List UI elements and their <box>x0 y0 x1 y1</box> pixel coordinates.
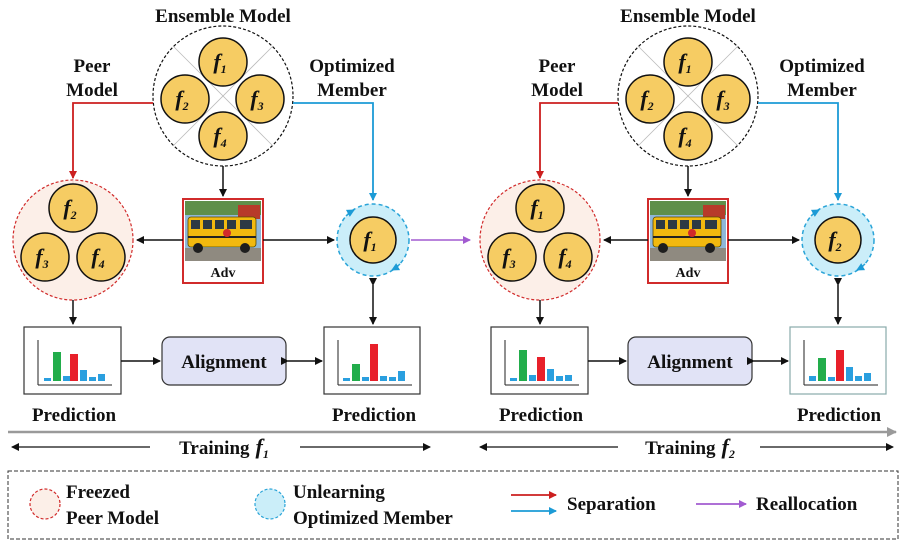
legend-freezed-peer: Freezed Peer Model <box>29 482 159 529</box>
alignment-box: Alignment <box>627 336 753 386</box>
peer-member-2: f3 <box>487 232 537 282</box>
peer-model-title-line1: Peer <box>539 56 576 77</box>
adv-image: Adv <box>182 198 264 284</box>
legend-unlearning-line1: Unlearning <box>293 482 385 503</box>
legend: Freezed Peer Model Unlearning Optimized … <box>7 470 899 540</box>
legend-freezed-line2: Peer Model <box>66 508 159 529</box>
ensemble-member-f3: f3 <box>701 74 751 124</box>
peer-model-title-line2: Model <box>66 80 118 101</box>
ensemble-member-f2: f2 <box>160 74 210 124</box>
ensemble-model: f1 f2 f3 f4 <box>617 25 759 167</box>
panel-1: Ensemble Model f1 f2 f3 f4 Peer <box>11 6 431 461</box>
peer-member-1: f1 <box>515 183 565 233</box>
svg-text:f1: f1 <box>678 49 691 76</box>
optimized-member: f2 <box>801 203 875 277</box>
separation-arrow-blue <box>758 102 842 201</box>
optimized-member: f1 <box>336 203 410 277</box>
peer-member-3: f4 <box>76 232 126 282</box>
svg-text:f3: f3 <box>250 86 263 113</box>
peer-member-3: f4 <box>543 232 593 282</box>
svg-text:f3: f3 <box>716 86 729 113</box>
legend-reallocation: Reallocation <box>696 494 858 515</box>
peer-model-title-line2: Model <box>531 80 583 101</box>
legend-unlearning-optimized: Unlearning Optimized Member <box>254 482 453 529</box>
legend-unlearning-line2: Optimized Member <box>293 508 453 529</box>
ensemble-member-f4: f4 <box>198 111 248 161</box>
ensemble-member-f2: f2 <box>625 74 675 124</box>
svg-text:f2: f2 <box>828 227 841 254</box>
peer-member-1: f2 <box>48 183 98 233</box>
svg-text:f1: f1 <box>363 227 376 254</box>
peer-model: f2 f3 f4 <box>12 179 134 301</box>
optimized-member-title-line2: Member <box>317 80 387 101</box>
svg-text:f4: f4 <box>91 244 104 271</box>
svg-text:f2: f2 <box>175 86 188 113</box>
svg-text:f4: f4 <box>678 123 691 150</box>
panel-2: Ensemble Model f1 f2 f3 f4 Peer Mod <box>479 6 894 461</box>
ensemble-title: Ensemble Model <box>620 6 756 27</box>
ensemble-title: Ensemble Model <box>155 6 291 27</box>
svg-text:f2: f2 <box>640 86 653 113</box>
optimized-member-title-line2: Member <box>787 80 857 101</box>
legend-separation: Separation <box>511 491 656 515</box>
prediction-right-label: Prediction <box>797 405 882 426</box>
alignment-label: Alignment <box>647 352 733 373</box>
prediction-chart-right <box>323 326 421 395</box>
prediction-chart-left <box>23 326 122 395</box>
svg-text:f3: f3 <box>502 244 515 271</box>
optimized-member-title-line1: Optimized <box>309 56 395 77</box>
peer-member-2: f3 <box>20 232 70 282</box>
adv-label: Adv <box>211 266 236 281</box>
prediction-chart-right <box>789 326 887 395</box>
separation-arrow-blue <box>293 102 377 201</box>
ensemble-member-f1: f1 <box>663 37 713 87</box>
ensemble-model: f1 f2 f3 f4 <box>152 25 294 167</box>
prediction-right-label: Prediction <box>332 405 417 426</box>
svg-text:f1: f1 <box>213 49 226 76</box>
adv-label: Adv <box>676 266 701 281</box>
prediction-left-label: Prediction <box>32 405 117 426</box>
prediction-chart-left <box>490 326 589 395</box>
ensemble-member-f4: f4 <box>663 111 713 161</box>
separation-arrow-red <box>536 102 618 179</box>
legend-reallocation-label: Reallocation <box>756 494 858 515</box>
peer-model: f1 f3 f4 <box>479 179 601 301</box>
optimized-member-title-line1: Optimized <box>779 56 865 77</box>
svg-text:f1: f1 <box>530 195 543 222</box>
svg-text:f3: f3 <box>35 244 48 271</box>
ensemble-member-f1: f1 <box>198 37 248 87</box>
svg-text:f2: f2 <box>63 195 76 222</box>
svg-text:f4: f4 <box>213 123 226 150</box>
peer-model-title-line1: Peer <box>74 56 111 77</box>
ensemble-member-f3: f3 <box>235 74 285 124</box>
alignment-box: Alignment <box>161 336 287 386</box>
legend-freezed-line1: Freezed <box>66 482 130 503</box>
alignment-label: Alignment <box>181 352 267 373</box>
legend-separation-label: Separation <box>567 494 656 515</box>
svg-text:f4: f4 <box>558 244 571 271</box>
separation-arrow-red <box>69 102 153 179</box>
prediction-left-label: Prediction <box>499 405 584 426</box>
adv-image: Adv <box>647 198 729 284</box>
